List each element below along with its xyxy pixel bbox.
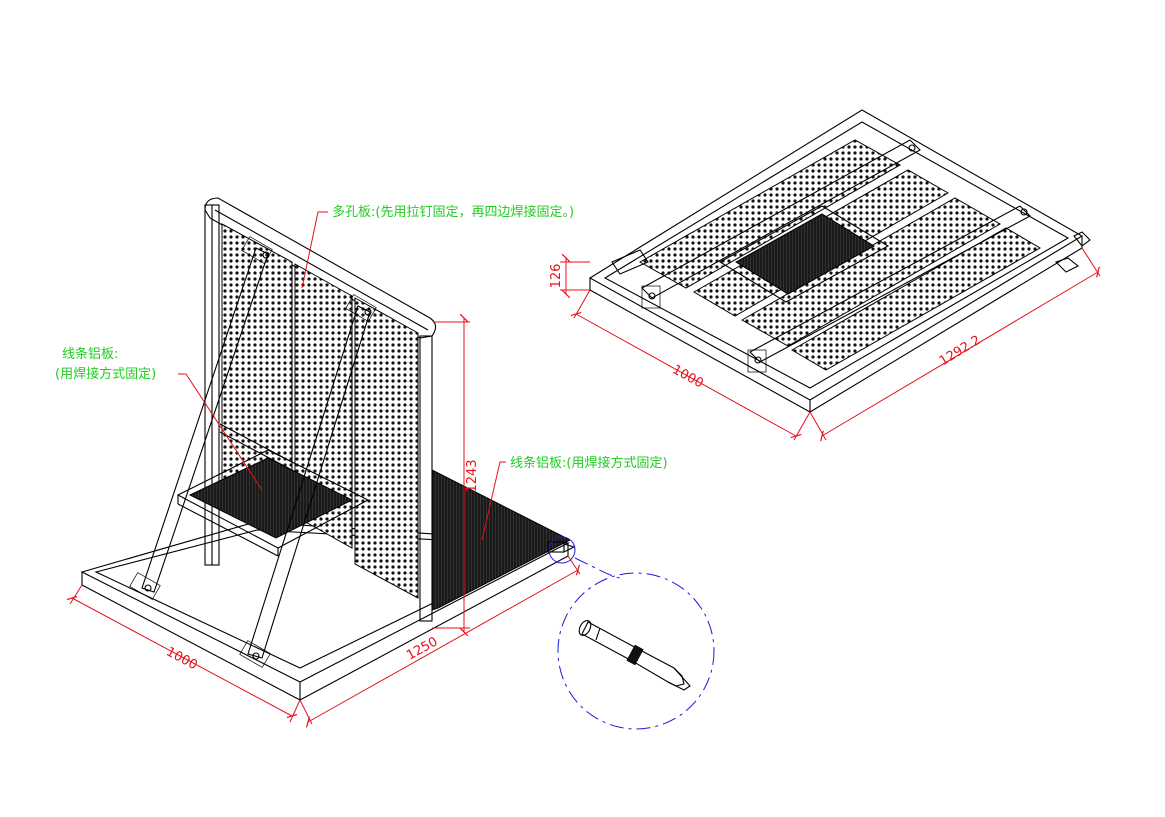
note-aluminum-plate-method: (用焊接方式固定): [55, 366, 156, 382]
pin-detail-drawing: [578, 620, 691, 691]
step-plate: [176, 423, 370, 557]
perforated-panel-right: [354, 297, 419, 599]
dim-width-label-left: 1000: [164, 645, 200, 674]
leader-lines: [178, 211, 506, 541]
dim-height-label-right: 126: [549, 264, 564, 289]
dim-width-1000-left: 1000: [70, 584, 301, 723]
pin-detail: [548, 536, 715, 730]
folded-perforated-panel-1: [638, 139, 902, 289]
folded-step-plate: [718, 205, 890, 303]
note-aluminum-plate-title: 线条铝板:: [62, 346, 118, 362]
locating-pin: [547, 541, 576, 553]
dim-length-label: 1292.2: [937, 333, 984, 369]
ribbed-floor-plate: [431, 469, 572, 611]
note-aluminum-plate-right: 线条铝板:(用焊接方式固定): [510, 455, 668, 471]
dim-height-126: 126: [549, 258, 590, 294]
note-perforated-panel: 多孔板:(先用拉钉固定，再四边焊接固定。): [332, 204, 574, 220]
dim-height-label: 1243: [465, 459, 480, 492]
barrier-view: 1243 1000 1250 多孔板:(先用拉钉固定，再四边焊接固定。) 线条铝…: [55, 197, 715, 730]
dim-depth-label: 1250: [404, 634, 440, 663]
dim-width-label-right: 1000: [670, 362, 706, 391]
folded-view: 126 1000 1292.2: [549, 109, 1101, 440]
